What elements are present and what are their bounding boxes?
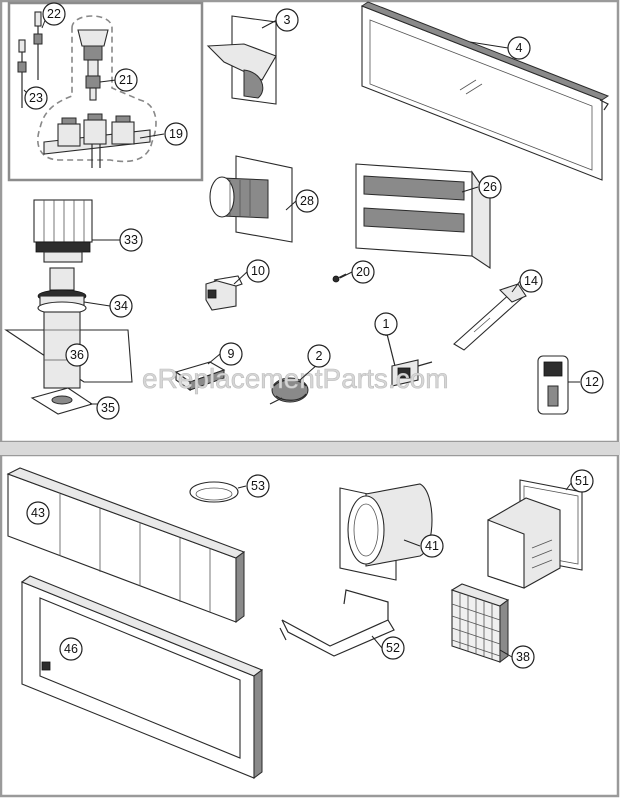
svg-text:36: 36: [70, 348, 84, 362]
callout-4: 4: [507, 36, 531, 60]
svg-text:28: 28: [300, 194, 314, 208]
callout-21: 21: [114, 68, 138, 92]
callout-2: 2: [307, 344, 331, 368]
svg-text:43: 43: [31, 506, 45, 520]
part-2-wire-harness: [269, 377, 309, 405]
part-33-blower: [33, 199, 93, 263]
part-3-vent-cap: [206, 15, 277, 105]
part-53-ring: [189, 481, 239, 503]
svg-text:1: 1: [383, 317, 390, 331]
part-10-switch-box: [205, 275, 243, 311]
callout-52: 52: [381, 636, 405, 660]
part-21-orifice: [77, 29, 109, 101]
callout-20: 20: [351, 260, 375, 284]
callout-36: 36: [65, 343, 89, 367]
callout-14: 14: [519, 269, 543, 293]
inset-box-burner: [7, 1, 204, 182]
svg-text:2: 2: [316, 349, 323, 363]
callout-43: 43: [26, 501, 50, 525]
part-51-termination-cap: [487, 479, 583, 589]
part-35-base-plate: [30, 387, 94, 415]
callout-26: 26: [478, 175, 502, 199]
callout-38: 38: [511, 645, 535, 669]
part-19-burner: [43, 113, 151, 168]
svg-text:9: 9: [228, 347, 235, 361]
svg-text:33: 33: [124, 233, 138, 247]
callout-33: 33: [119, 228, 143, 252]
svg-text:51: 51: [575, 474, 589, 488]
svg-text:26: 26: [483, 180, 497, 194]
callout-46: 46: [59, 637, 83, 661]
svg-text:19: 19: [169, 127, 183, 141]
part-23-electrode: [17, 39, 27, 108]
watermark: eReplacementParts.com: [142, 363, 449, 394]
panel-separator: [0, 442, 620, 455]
part-38-screen-guard: [450, 583, 510, 663]
part-28-vent-duct: [209, 155, 293, 243]
part-46-front-frame: [20, 575, 264, 779]
svg-text:46: 46: [64, 642, 78, 656]
callout-12: 12: [580, 370, 604, 394]
part-41-vent-adapter: [339, 483, 433, 581]
part-20-screw: [332, 273, 347, 283]
svg-text:34: 34: [114, 299, 128, 313]
part-34-collar: [37, 267, 87, 315]
callout-3: 3: [275, 8, 299, 32]
svg-text:53: 53: [251, 479, 265, 493]
part-9-receiver: [174, 361, 226, 392]
callout-28: 28: [295, 189, 319, 213]
svg-text:23: 23: [29, 91, 43, 105]
callout-1: 1: [374, 312, 398, 336]
svg-text:38: 38: [516, 650, 530, 664]
part-14-bracket: [453, 283, 527, 351]
svg-text:35: 35: [101, 401, 115, 415]
part-52-support-bracket: [279, 589, 395, 657]
part-26-louver-grille: [355, 163, 491, 270]
callout-35: 35: [96, 396, 120, 420]
svg-text:41: 41: [425, 539, 439, 553]
part-4-glass-front: [360, 1, 610, 181]
svg-text:21: 21: [119, 73, 133, 87]
part-12-remote-control: [537, 355, 569, 415]
callout-23: 23: [24, 86, 48, 110]
callout-19: 19: [164, 122, 188, 146]
callout-10: 10: [246, 259, 270, 283]
svg-text:22: 22: [47, 7, 61, 21]
svg-text:20: 20: [356, 265, 370, 279]
svg-text:14: 14: [524, 274, 538, 288]
svg-text:3: 3: [284, 13, 291, 27]
callout-9: 9: [219, 342, 243, 366]
svg-text:52: 52: [386, 641, 400, 655]
svg-text:12: 12: [585, 375, 599, 389]
part-43-top-surround: [6, 467, 246, 623]
callout-41: 41: [420, 534, 444, 558]
svg-text:10: 10: [251, 264, 265, 278]
part-22-electrode: [33, 11, 43, 80]
callout-34: 34: [109, 294, 133, 318]
callout-22: 22: [42, 2, 66, 26]
svg-text:4: 4: [516, 41, 523, 55]
part-1-control-module: [385, 329, 433, 387]
burner-assembly-outline: [36, 15, 157, 163]
callout-51: 51: [570, 469, 594, 493]
callout-53: 53: [246, 474, 270, 498]
